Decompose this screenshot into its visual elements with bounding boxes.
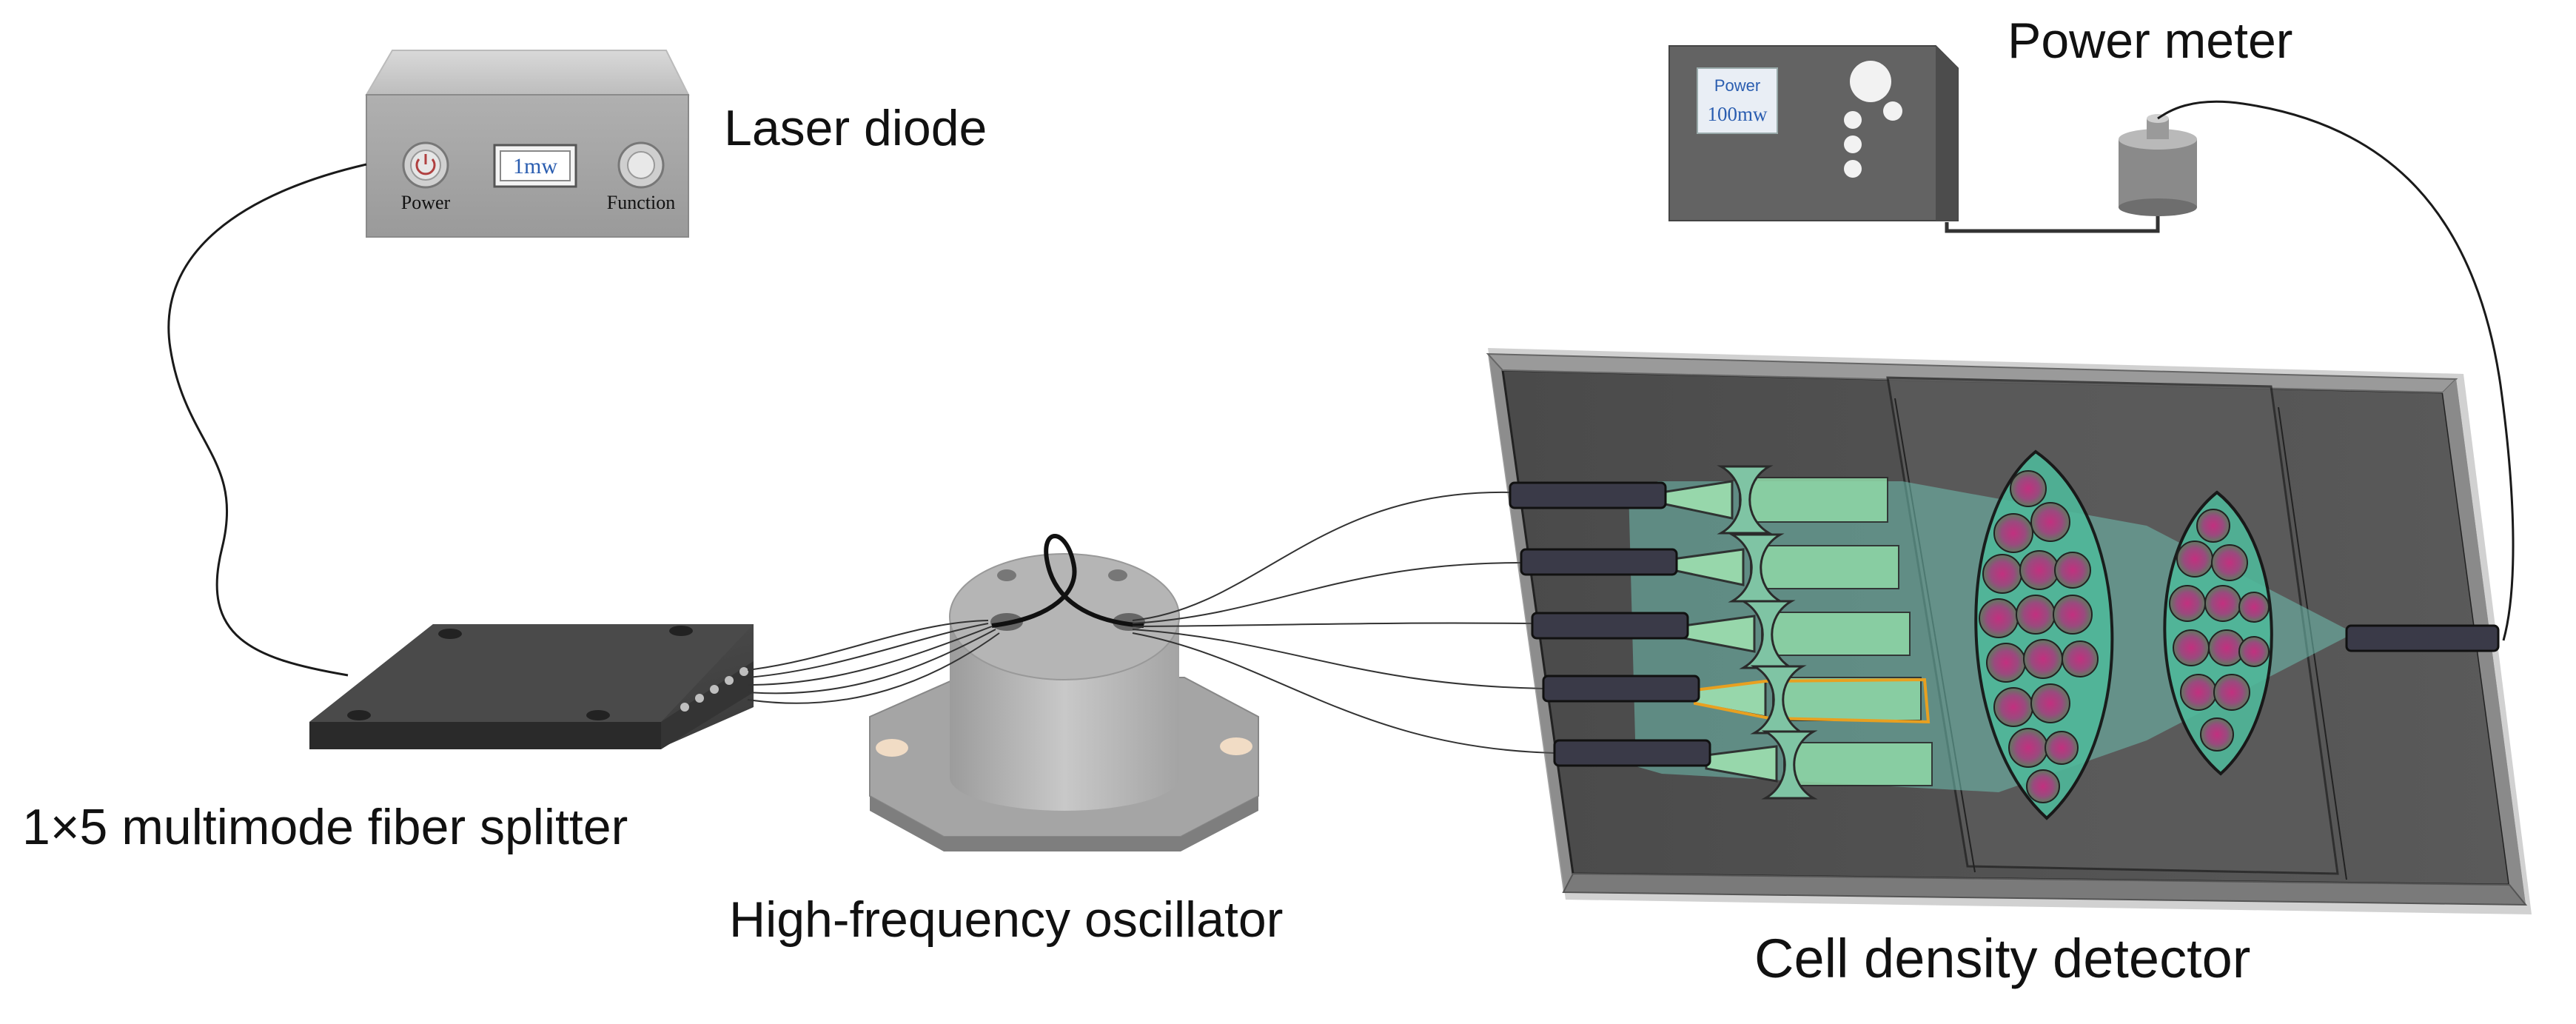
- oscillator-output-fibers: [1132, 491, 1555, 754]
- power-button-icon[interactable]: [402, 141, 449, 189]
- function-label: Function: [607, 192, 675, 213]
- detector-label: Cell density detector: [1754, 928, 2250, 989]
- laser-to-splitter-fiber: [167, 163, 367, 677]
- meter-button-icon[interactable]: [1883, 101, 1902, 121]
- meter-display-value: 100mw: [1708, 103, 1768, 125]
- oscillator-label: High-frequency oscillator: [729, 891, 1283, 948]
- cells-group-2: [2169, 509, 2270, 752]
- laser-diode-device: Power 1mw Function: [365, 50, 690, 238]
- laser-display-value: 1mw: [513, 154, 557, 178]
- meter-button-icon[interactable]: [1844, 135, 1862, 153]
- power-sensor-head: [2119, 114, 2197, 216]
- cell-density-detector-device: [1486, 348, 2532, 914]
- meter-dial-icon[interactable]: [1850, 61, 1891, 102]
- function-knob-icon[interactable]: [617, 141, 665, 189]
- output-fiber-connector: [2345, 624, 2500, 652]
- power-meter-device: Power 100mw: [1668, 45, 1959, 221]
- laser-diode-label: Laser diode: [724, 100, 987, 156]
- power-meter-label: Power meter: [2008, 13, 2292, 69]
- power-label: Power: [401, 192, 451, 213]
- splitter-label: 1×5 multimode fiber splitter: [22, 799, 628, 855]
- meter-cable: [1945, 209, 2160, 233]
- fiber-splitter-device: [309, 624, 754, 749]
- input-fiber-connectors: [1509, 481, 1711, 767]
- oscillator-device: [869, 534, 1259, 851]
- detector-to-meter-fiber: [2157, 100, 2515, 641]
- meter-button-icon[interactable]: [1844, 160, 1862, 178]
- meter-display-title: Power: [1714, 76, 1760, 95]
- meter-display: Power 100mw: [1697, 67, 1778, 134]
- laser-display: 1mw: [493, 144, 577, 188]
- meter-button-icon[interactable]: [1844, 111, 1862, 129]
- splitter-output-fibers: [747, 620, 1000, 704]
- cells-group-1: [1979, 470, 2099, 803]
